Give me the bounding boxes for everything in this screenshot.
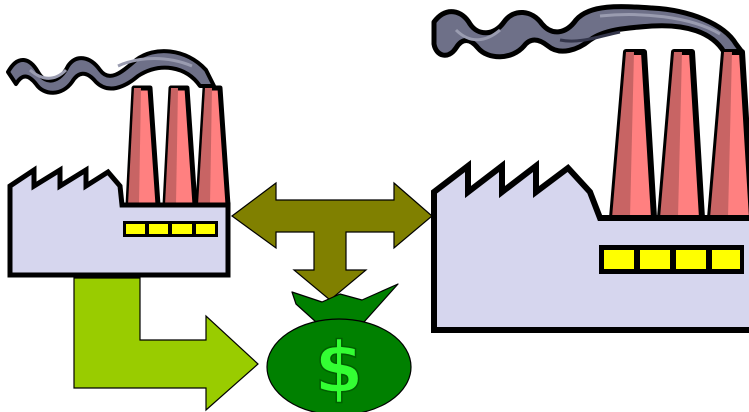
chimneys-left (125, 85, 231, 208)
factory-right-building (431, 159, 749, 333)
smoke-right (431, 4, 745, 60)
t-double-arrow-icon (230, 181, 433, 301)
dollar-sign: $ (315, 327, 364, 409)
money-bag-tie (291, 283, 399, 323)
factory-right-icon (431, 4, 749, 333)
factory-left-building (7, 165, 231, 278)
factory-right-windows (599, 245, 744, 274)
chimneys-right (609, 49, 749, 221)
factory-left-windows (123, 221, 218, 237)
money-bag-icon: $ (266, 283, 412, 412)
bent-arrow-icon (73, 277, 259, 412)
money-bag-body (266, 318, 412, 412)
factory-left-icon (6, 49, 231, 278)
